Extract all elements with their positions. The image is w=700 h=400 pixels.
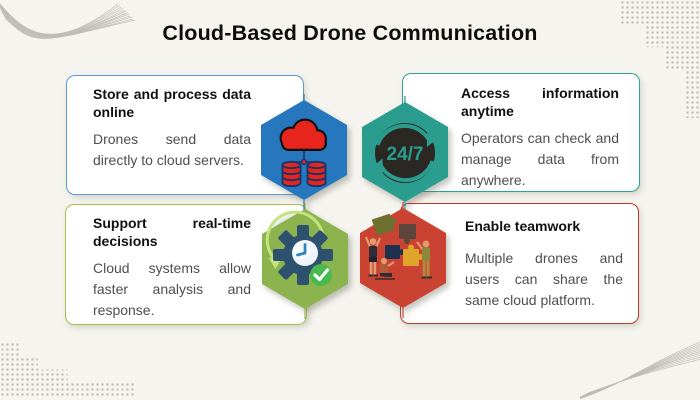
cloud-shape	[279, 118, 327, 151]
card-body: Cloud systems allow faster analysis and …	[93, 260, 251, 318]
24-7-label: 24/7	[387, 144, 424, 165]
person-kneeling	[380, 257, 395, 277]
card-body: Drones send data directly to cloud serve…	[93, 131, 251, 168]
arrowheads	[372, 132, 437, 173]
card-title: Support real-time decisions	[93, 215, 251, 249]
puzzle-pieces	[371, 213, 424, 266]
card-title: Enable teamwork	[465, 218, 581, 234]
badge-circle	[375, 123, 435, 183]
card-title: Access information anytime	[461, 85, 619, 119]
clock-face	[292, 240, 318, 266]
rotating-arrows	[375, 123, 435, 183]
cycle-arrow	[265, 210, 325, 261]
halftone-bottom-left-decoration	[0, 342, 135, 397]
gear-clock-checkmark-icon	[262, 203, 348, 319]
page-title: Cloud-Based Drone Communication	[162, 21, 538, 45]
person-left	[364, 236, 382, 277]
person-right	[416, 240, 432, 279]
card-body: Operators can check and manage data from…	[461, 130, 619, 188]
teamwork-puzzle-icon	[360, 202, 446, 318]
always-on-24-7-icon: 24/7	[362, 96, 448, 212]
connector-node	[300, 158, 308, 166]
card-body: Multiple drones and users can share the …	[465, 249, 623, 308]
database-cylinders	[281, 160, 327, 188]
checkmark-badge	[310, 264, 332, 286]
card-title: Store and process data online	[93, 86, 251, 120]
wave-lines-bottom-right-decoration	[580, 341, 700, 400]
cloud-database-icon	[261, 94, 347, 210]
